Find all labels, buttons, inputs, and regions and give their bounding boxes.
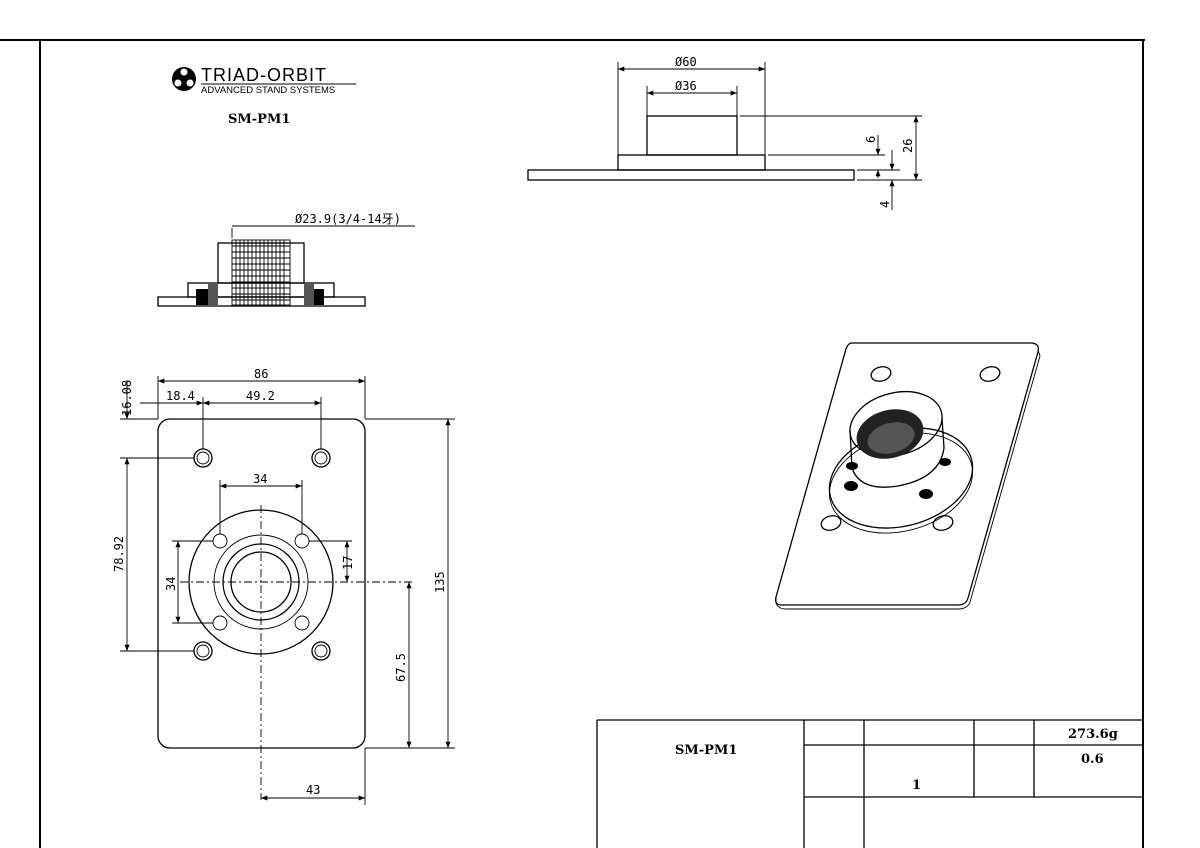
dim-hole-spacing-x: 49.2 bbox=[246, 389, 275, 403]
top-view: 86 18.4 49.2 16.08 78.92 34 34 17 135 67… bbox=[112, 367, 455, 805]
part-label: SM-PM1 bbox=[228, 112, 290, 127]
dim-collar-height: 6 bbox=[864, 136, 878, 143]
dim-center-x: 43 bbox=[306, 783, 320, 797]
dim-total-height: 26 bbox=[901, 139, 915, 153]
dim-inner-diameter: Ø36 bbox=[675, 79, 697, 93]
sheet-border bbox=[0, 39, 1145, 848]
dim-plate-width: 86 bbox=[254, 367, 268, 381]
dim-hole-offset-y: 16.08 bbox=[120, 380, 134, 416]
front-view: Ø60 Ø36 26 6 4 bbox=[527, 55, 922, 210]
mount-hole bbox=[193, 641, 213, 661]
dim-half-spacing: 17 bbox=[341, 556, 355, 570]
dim-hole-offset-x: 18.4 bbox=[166, 389, 195, 403]
brand-name: TRIAD-ORBIT bbox=[201, 65, 327, 85]
title-block-thickness: 0.6 bbox=[1081, 752, 1104, 767]
brand-tagline: ADVANCED STAND SYSTEMS bbox=[201, 85, 335, 96]
dim-center-height: 67.5 bbox=[394, 653, 408, 682]
dim-hole-spacing-y: 78.92 bbox=[112, 536, 126, 572]
title-block: SM-PM1 273.6g 0.6 1 bbox=[596, 719, 1143, 848]
triad-orbit-logo-icon bbox=[172, 67, 196, 91]
title-block-name: SM-PM1 bbox=[675, 743, 737, 758]
dim-flange-spacing-x: 34 bbox=[253, 472, 267, 486]
dim-plate-thickness: 4 bbox=[878, 201, 892, 208]
section-view: Ø23.9(3/4-14牙) bbox=[157, 212, 415, 307]
title-block-sheet: 1 bbox=[912, 778, 921, 793]
brand-logo: TRIAD-ORBIT ADVANCED STAND SYSTEMS bbox=[172, 65, 356, 96]
isometric-view bbox=[774, 342, 1041, 610]
title-block-weight: 273.6g bbox=[1068, 727, 1118, 742]
mount-hole bbox=[311, 641, 331, 661]
dim-flange-spacing-y: 34 bbox=[164, 577, 178, 591]
mount-hole bbox=[193, 448, 213, 468]
dim-outer-diameter: Ø60 bbox=[675, 55, 697, 69]
dim-thread: Ø23.9(3/4-14牙) bbox=[295, 212, 401, 226]
mount-hole bbox=[311, 448, 331, 468]
dim-plate-height: 135 bbox=[433, 571, 447, 593]
